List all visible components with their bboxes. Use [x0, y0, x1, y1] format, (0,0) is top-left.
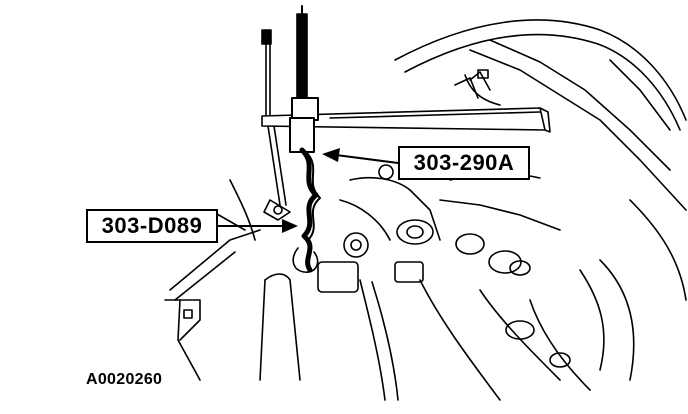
fender-outline	[394, 19, 687, 301]
tool-spindle	[296, 5, 308, 105]
callout-tool-303-d089: 303-D089	[86, 209, 218, 243]
hood-prop-rod	[261, 29, 272, 119]
fixture-crossbar	[261, 97, 551, 153]
leader-arrows	[217, 148, 399, 233]
fixture-legs	[263, 125, 291, 221]
engine-block	[317, 69, 561, 293]
spring-hook-tool	[292, 147, 321, 273]
lower-components	[259, 259, 635, 401]
callout-tool-303-290a: 303-290A	[398, 146, 530, 180]
figure-id-label: A0020260	[86, 371, 163, 388]
